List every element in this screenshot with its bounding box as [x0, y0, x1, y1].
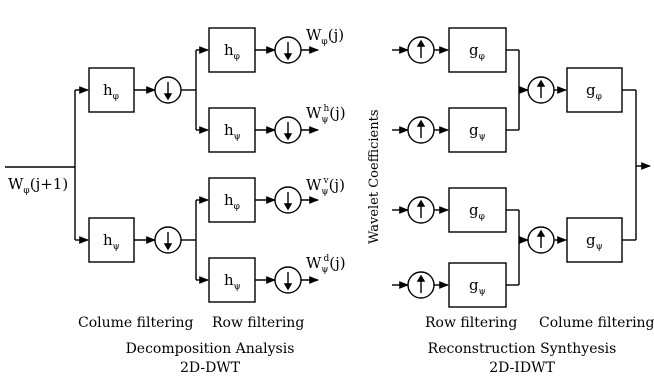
- upsample-icon: [407, 196, 435, 224]
- reconstruction-col-filters: gφ gψ: [566, 67, 623, 263]
- output-label-diagonal: Wψd(j): [306, 254, 346, 275]
- row-filtering-label: Row filtering: [425, 315, 517, 331]
- synth-box-row-1: [448, 107, 507, 153]
- synth-box-col-0: [566, 67, 623, 113]
- decomposition-title: Decomposition Analysis: [126, 341, 295, 357]
- filter-label: gψ: [469, 276, 486, 297]
- downsample-icon: [274, 186, 302, 214]
- synth-box-row-0: [448, 27, 507, 73]
- decomposition-outputs: Wφ(j) Wψh(j) Wψv(j) Wψd(j): [306, 26, 346, 275]
- upsample-icon: [407, 116, 435, 144]
- downsample-icon: [154, 76, 182, 104]
- filter-label: gψ: [469, 121, 486, 142]
- filter-box-row-2: [208, 177, 256, 223]
- wavelet-coefficients-label: Wavelet Coefficients: [367, 110, 382, 245]
- synth-box-col-1: [566, 217, 623, 263]
- output-label-approx: Wφ(j): [306, 26, 344, 47]
- filter-box-row-0: [208, 27, 256, 73]
- filter-label: gφ: [586, 81, 602, 102]
- reconstruction-row-filters: gφ gψ gφ gψ: [448, 27, 507, 308]
- filter-label: gψ: [586, 231, 603, 252]
- downsample-icon: [274, 266, 302, 294]
- reconstruction-captions: Row filtering Colume filtering Reconstru…: [425, 315, 654, 376]
- upsample-icon: [527, 76, 555, 104]
- col-filtering-label: Colume filtering: [539, 315, 654, 331]
- upsample-circles: [407, 36, 555, 299]
- synth-box-row-3: [448, 262, 507, 308]
- decomposition-subtitle: 2D-DWT: [180, 360, 241, 376]
- filter-label: hψ: [103, 231, 120, 252]
- downsample-icon: [154, 226, 182, 254]
- col-filtering-label: Colume filtering: [78, 315, 194, 331]
- filter-label: gφ: [469, 201, 485, 222]
- output-label-horizontal: Wψh(j): [306, 104, 346, 125]
- filter-box-col-h-phi: [88, 67, 135, 113]
- downsample-circles: [154, 36, 302, 294]
- row-filtering-label: Row filtering: [212, 315, 304, 331]
- reconstruction-title: Reconstruction Synthyesis: [428, 341, 617, 357]
- reconstruction-wires: [392, 46, 651, 289]
- filter-box-col-h-psi: [88, 217, 135, 263]
- decomposition-col-filters: hφ hψ: [88, 67, 135, 263]
- filter-label: hψ: [224, 121, 241, 142]
- filter-label: hφ: [224, 191, 240, 212]
- reconstruction-subtitle: 2D-IDWT: [489, 360, 555, 376]
- decomposition-wires: [5, 46, 319, 284]
- filter-label: hφ: [103, 81, 119, 102]
- filter-box-row-3: [208, 257, 256, 303]
- upsample-icon: [407, 271, 435, 299]
- filter-label: hφ: [224, 41, 240, 62]
- filter-box-row-1: [208, 107, 256, 153]
- synth-box-row-2: [448, 187, 507, 233]
- downsample-icon: [274, 36, 302, 64]
- upsample-icon: [407, 36, 435, 64]
- filter-label: hψ: [224, 271, 241, 292]
- input-label: Wφ(j+1): [8, 175, 68, 196]
- upsample-icon: [527, 226, 555, 254]
- decomposition-captions: Colume filtering Row filtering Decomposi…: [78, 315, 304, 376]
- filter-label: gφ: [469, 41, 485, 62]
- decomposition-row-filters: hφ hψ hφ hψ: [208, 27, 256, 303]
- output-label-vertical: Wψv(j): [306, 176, 345, 197]
- downsample-icon: [274, 116, 302, 144]
